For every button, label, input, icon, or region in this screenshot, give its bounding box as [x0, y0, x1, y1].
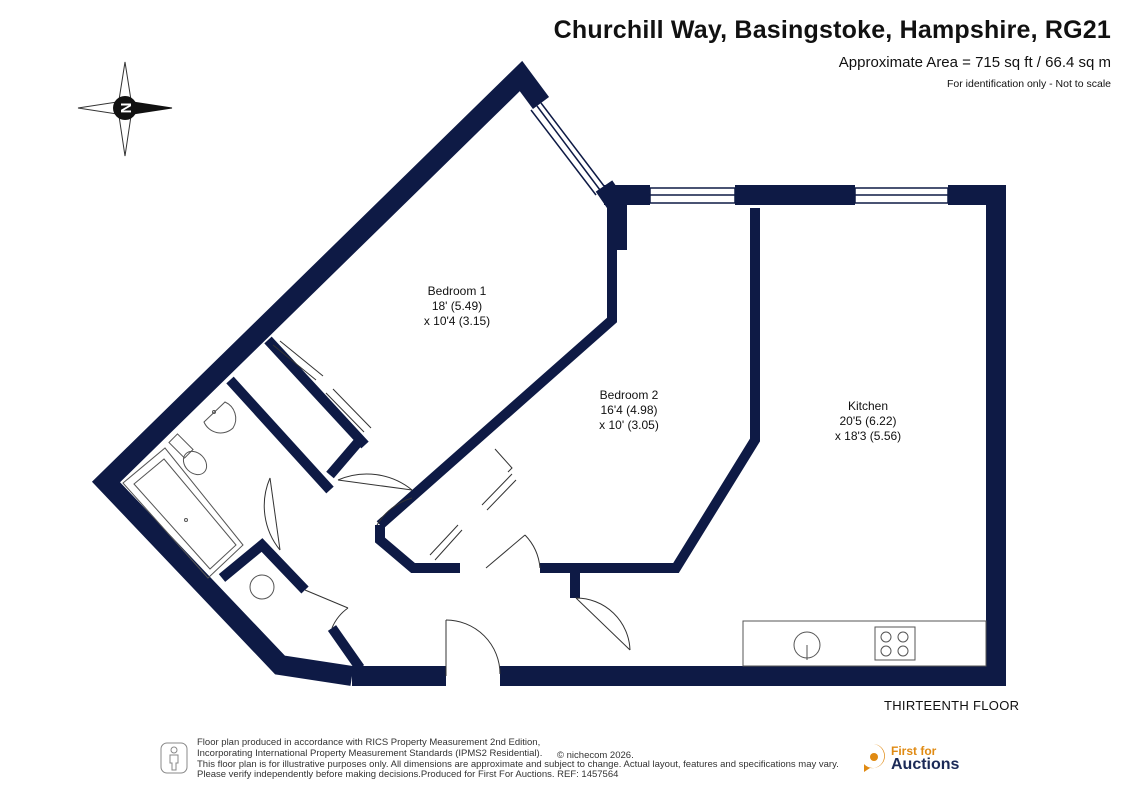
wardrobe-bedroom2 [429, 448, 517, 561]
wardrobe-bedroom1 [272, 340, 372, 433]
person-icon [160, 742, 188, 774]
room-dim: 18' (5.49) [431, 299, 483, 313]
room-bedroom1: Bedroom 1 18' (5.49) x 10'4 (3.15) [402, 284, 512, 329]
compass-letter: N [118, 103, 135, 114]
room-name: Bedroom 1 [427, 284, 487, 298]
footer-line: Incorporating International Property Mea… [197, 747, 543, 759]
footer-line: Floor plan produced in accordance with R… [197, 737, 541, 748]
floor-label: THIRTEENTH FLOOR [884, 698, 1020, 713]
bathroom-fixtures [122, 401, 244, 579]
room-name: Kitchen [847, 399, 889, 413]
kitchen-units [742, 620, 987, 667]
logo-text: Auctions [891, 756, 960, 773]
room-dim: x 10'4 (3.15) [423, 314, 491, 328]
room-dim: 16'4 (4.98) [600, 403, 658, 417]
hob-icon [880, 631, 892, 643]
outer-walls [91, 60, 1006, 686]
internal-walls [218, 208, 760, 671]
area-text: Approximate Area = 715 sq ft / 66.4 sq m [838, 54, 1111, 71]
footer-line: This floor plan is for illustrative purp… [197, 758, 839, 770]
copyright: © nichecom 2026. [557, 750, 634, 761]
room-dim: 20'5 (6.22) [839, 414, 897, 428]
footer-disclaimer: Floor plan produced in accordance with R… [197, 737, 839, 781]
room-dim: x 18'3 (5.56) [834, 429, 902, 443]
room-kitchen: Kitchen 20'5 (6.22) x 18'3 (5.56) [813, 399, 923, 444]
logo-icon [864, 744, 885, 772]
windows [530, 102, 949, 204]
footer-line: Please verify independently before makin… [197, 769, 619, 781]
doors [263, 473, 631, 676]
room-name: Bedroom 2 [599, 388, 659, 402]
scale-note: For identification only - Not to scale [947, 78, 1111, 90]
logo-text: First for [891, 744, 937, 758]
page-title: Churchill Way, Basingstoke, Hampshire, R… [553, 16, 1111, 44]
room-dim: x 10' (3.05) [599, 418, 659, 432]
cupboard-fixture [249, 574, 275, 600]
compass-icon: N [77, 61, 173, 157]
room-bedroom2: Bedroom 2 16'4 (4.98) x 10' (3.05) [574, 388, 684, 433]
